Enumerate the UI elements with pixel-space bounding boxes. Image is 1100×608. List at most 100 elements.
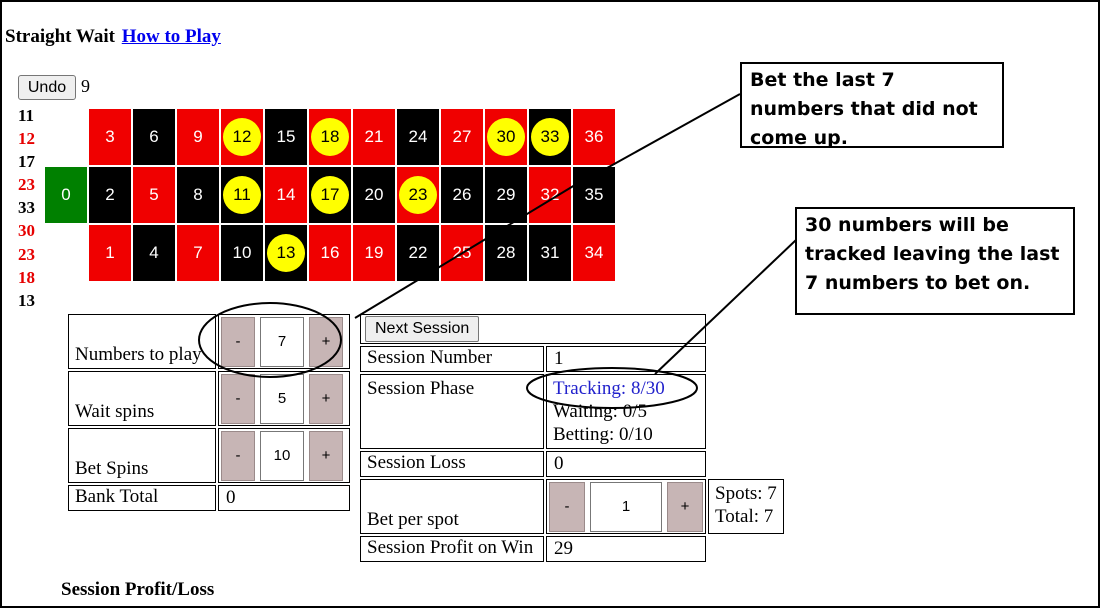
- phase-betting: Betting: 0/10: [553, 424, 653, 445]
- history-entry: 13: [18, 290, 35, 310]
- wait-spins-label: Wait spins: [68, 371, 216, 426]
- session-loss-label: Session Loss: [360, 451, 544, 477]
- undo-button[interactable]: Undo: [18, 75, 76, 100]
- session-number-value: 1: [546, 346, 706, 372]
- board-cell-4[interactable]: 4: [133, 225, 175, 281]
- board-cell-8[interactable]: 8: [177, 167, 219, 223]
- board-cell-3[interactable]: 3: [89, 109, 131, 165]
- bet-spins-stepper: - 10 +: [219, 430, 349, 482]
- history-entry: 23: [18, 244, 35, 264]
- history-entry: 30: [18, 221, 35, 241]
- wait-spins-minus-button[interactable]: -: [221, 373, 255, 424]
- bet-per-spot-minus-button[interactable]: -: [549, 481, 585, 532]
- session-number-label: Session Number: [360, 346, 544, 372]
- bet-spins-input[interactable]: 10: [260, 430, 304, 481]
- board-cell-33[interactable]: 33: [529, 109, 571, 165]
- session-phase-label: Session Phase: [360, 374, 544, 449]
- board-cell-19[interactable]: 19: [353, 225, 395, 281]
- board-cell-6[interactable]: 6: [133, 109, 175, 165]
- board-cell-21[interactable]: 21: [353, 109, 395, 165]
- history-entry: 18: [18, 267, 35, 287]
- session-phase-value: Tracking: 8/30 Waiting: 0/5 Betting: 0/1…: [546, 374, 706, 449]
- board-cell-27[interactable]: 27: [441, 109, 483, 165]
- board-cell-14[interactable]: 14: [265, 167, 307, 223]
- tracked-number-marker: 18: [311, 118, 349, 156]
- tracked-number-marker: 12: [223, 118, 261, 156]
- tracked-number-marker: 33: [531, 118, 569, 156]
- board-cell-26[interactable]: 26: [441, 167, 483, 223]
- board-cell-18[interactable]: 18: [309, 109, 351, 165]
- numbers-to-play-stepper: - 7 +: [219, 316, 349, 368]
- session-profit-value: 29: [546, 536, 706, 562]
- bank-total-label: Bank Total: [68, 485, 216, 511]
- numbers-to-play-plus-button[interactable]: +: [309, 316, 343, 367]
- bank-total-value: 0: [218, 485, 350, 511]
- bet-per-spot-label: Bet per spot: [360, 479, 544, 534]
- next-session-button[interactable]: Next Session: [365, 316, 480, 342]
- board-cell-24[interactable]: 24: [397, 109, 439, 165]
- board-cell-31[interactable]: 31: [529, 225, 571, 281]
- board-cell-7[interactable]: 7: [177, 225, 219, 281]
- board-cell-0[interactable]: 0: [45, 167, 87, 223]
- board-cell-28[interactable]: 28: [485, 225, 527, 281]
- board-cell-1[interactable]: 1: [89, 225, 131, 281]
- wait-spins-input[interactable]: 5: [260, 373, 304, 424]
- wait-spins-plus-button[interactable]: +: [309, 373, 343, 424]
- how-to-play-link[interactable]: How to Play: [121, 26, 221, 47]
- board-cell-36[interactable]: 36: [573, 109, 615, 165]
- bet-per-spot-stepper: - 1 +: [547, 481, 705, 533]
- board-cell-20[interactable]: 20: [353, 167, 395, 223]
- page-title: Straight Wait How to Play: [5, 26, 221, 48]
- board-cell-16[interactable]: 16: [309, 225, 351, 281]
- session-loss-value: 0: [546, 451, 706, 477]
- board-cell-32[interactable]: 32: [529, 167, 571, 223]
- board-cell-15[interactable]: 15: [265, 109, 307, 165]
- board-cell-22[interactable]: 22: [397, 225, 439, 281]
- wait-spins-stepper: - 5 +: [219, 373, 349, 425]
- board-cell-5[interactable]: 5: [133, 167, 175, 223]
- bet-summary: Spots: 7 Total: 7: [708, 479, 784, 534]
- tracked-number-marker: 17: [311, 176, 349, 214]
- settings-table: Numbers to play - 7 + Wait spins - 5 + B…: [66, 312, 352, 513]
- tracked-number-marker: 23: [399, 176, 437, 214]
- tracked-number-marker: 30: [487, 118, 525, 156]
- board-cell-10[interactable]: 10: [221, 225, 263, 281]
- history-entry: 23: [18, 175, 35, 195]
- callout-bet-last-numbers: Bet the last 7 numbers that did not come…: [740, 62, 1004, 149]
- phase-waiting: Waiting: 0/5: [553, 401, 647, 422]
- board-cell-25[interactable]: 25: [441, 225, 483, 281]
- board-cell-2[interactable]: 2: [89, 167, 131, 223]
- bet-spins-plus-button[interactable]: +: [309, 430, 343, 481]
- game-title: Straight Wait: [5, 26, 115, 47]
- board-cell-13[interactable]: 13: [265, 225, 307, 281]
- undo-count: 9: [81, 76, 90, 96]
- bet-spins-minus-button[interactable]: -: [221, 430, 255, 481]
- numbers-to-play-minus-button[interactable]: -: [221, 316, 255, 367]
- history-entry: 17: [18, 152, 35, 172]
- board-cell-11[interactable]: 11: [221, 167, 263, 223]
- bet-per-spot-plus-button[interactable]: +: [667, 481, 703, 532]
- session-profit-loss-heading: Session Profit/Loss: [61, 579, 215, 600]
- bet-spins-label: Bet Spins: [68, 428, 216, 483]
- session-table: Next Session Session Number 1 Session Ph…: [358, 312, 786, 564]
- tracked-number-marker: 13: [267, 234, 305, 272]
- board-cell-9[interactable]: 9: [177, 109, 219, 165]
- board-cell-29[interactable]: 29: [485, 167, 527, 223]
- bet-per-spot-input[interactable]: 1: [590, 481, 662, 532]
- history-entry: 33: [18, 198, 35, 218]
- board-cell-34[interactable]: 34: [573, 225, 615, 281]
- board-cell-12[interactable]: 12: [221, 109, 263, 165]
- board-cell-30[interactable]: 30: [485, 109, 527, 165]
- callout-tracked-numbers: 30 numbers will be tracked leaving the l…: [795, 207, 1075, 315]
- numbers-to-play-input[interactable]: 7: [260, 316, 304, 367]
- history-entry: 11: [18, 106, 35, 125]
- board-cell-23[interactable]: 23: [397, 167, 439, 223]
- phase-tracking: Tracking: 8/30: [553, 378, 665, 399]
- spots-count: Spots: 7: [715, 483, 777, 504]
- bet-total: Total: 7: [715, 506, 774, 527]
- numbers-to-play-label: Numbers to play: [68, 314, 216, 369]
- board-cell-35[interactable]: 35: [573, 167, 615, 223]
- board-cell-17[interactable]: 17: [309, 167, 351, 223]
